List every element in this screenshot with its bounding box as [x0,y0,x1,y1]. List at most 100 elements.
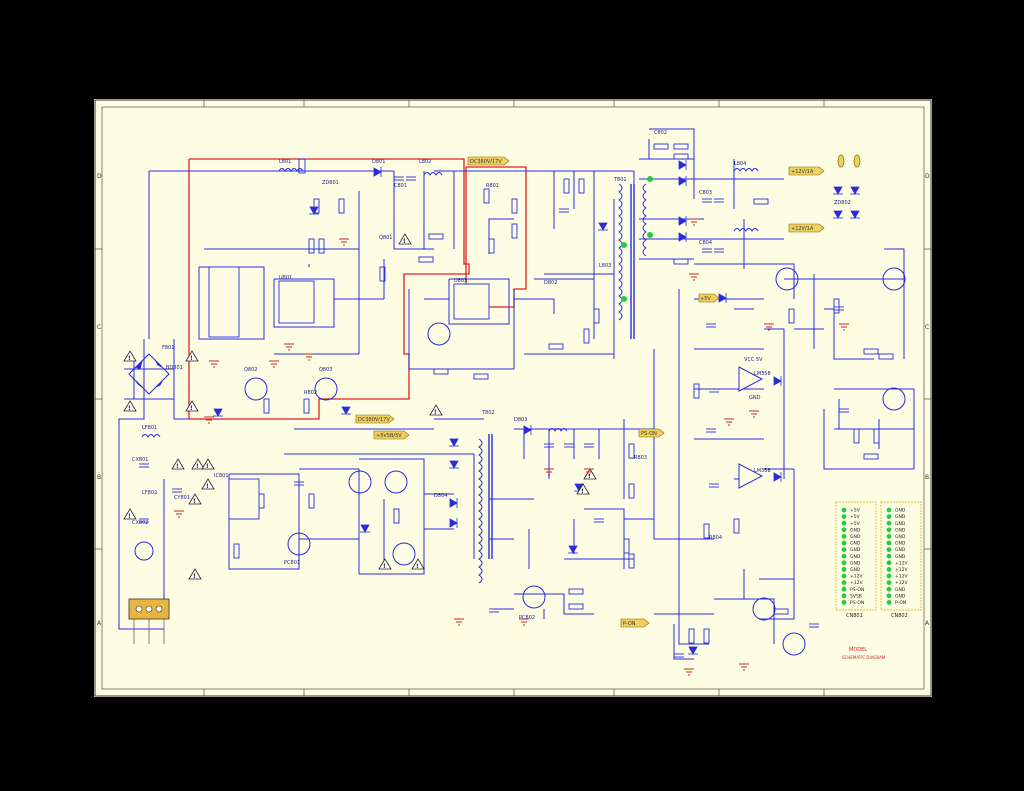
cn801-pin-dot [841,600,847,605]
cn801-pin-label: GND [850,547,861,553]
cn802-pin-dot [886,586,892,592]
net-tag-5vsb [373,430,410,440]
cn802-pin-dot [886,520,892,526]
cn801-pin-label: GND [850,534,861,540]
cn802-pin-label: GND [895,541,906,547]
ref-c801: C801 [394,183,407,189]
svg-text:!: ! [190,355,193,362]
ref-zd801: ZD801 [322,180,339,186]
svg-text:!: ! [193,573,196,580]
ref-r803: R803 [634,455,647,461]
test-points [621,176,653,302]
cn801-pin-label: GND [850,567,861,573]
ref-l801: L801 [279,159,291,165]
cn801-pin-label: PS-ON [850,587,864,593]
net-tag-ps-on [638,428,665,438]
grid-row-c-right: C [925,324,929,331]
svg-text:!: ! [403,238,406,245]
ref-cx801: CX801 [132,457,148,463]
ref-d802: D802 [544,280,557,286]
ic-801 [228,478,260,520]
cn802-pin-label: GND [895,534,906,540]
cn801-label: CN801 [846,613,863,619]
ref-t801: T801 [613,177,627,183]
cn802-pin-dot [886,547,892,552]
sheet-inner-border [101,106,925,690]
title-line1: SCHEMATIC DIAGRAM [842,655,886,660]
output-connector-cn802: GNDGNDGNDGNDGNDGNDGNDGND+12V+12V+12V+12V… [880,501,922,619]
net-tag-dc380v-mid [355,414,395,424]
ref-zd802: ZD802 [834,200,851,206]
cn801-pin-dot [841,540,847,546]
grid-row-a-left: A [97,620,102,627]
svg-text:!: ! [190,405,193,412]
cn802-pin-label: +12V [895,580,908,586]
svg-text:!: ! [128,513,131,520]
cn801-pin-dot [841,534,847,539]
cn801-pin-label: 5VSB [850,593,862,599]
cn802-pin-label: GND [895,514,906,520]
svg-text:!: ! [434,409,437,416]
ref-l804: L804 [734,161,746,167]
ref-cy801: CY801 [174,495,190,501]
cn802-pin-label: GND [895,521,906,527]
ref-gnd: GND [749,395,761,401]
ref-vcc: VCC 5V [744,357,763,363]
net-tag-5v [698,293,720,303]
cn802-pin-dot [886,593,892,599]
grid-row-a-right: A [925,620,930,627]
ic-array [208,266,240,338]
net-label-dc380v-top: DC380V/17V [470,159,502,165]
cn801-pin-label: GND [850,560,861,566]
warning-icons [123,233,597,580]
svg-text:!: ! [128,405,131,412]
ref-r802: R802 [304,390,317,396]
ref-ic801: IC801 [214,473,229,479]
cn802-pin-dot [886,540,892,546]
ref-d801: D801 [372,159,385,165]
ic-u801 [278,280,315,324]
net-label-ps-on: PS-ON [641,431,657,437]
transistor-q801 [244,377,268,401]
ref-f801: F801 [162,345,174,351]
schematic-canvas: D C B A D C B A [94,99,932,697]
cn801-pin-label: PS-ON [850,600,864,606]
transformer-t801 [618,183,647,339]
ref-cx802: CX802 [132,520,148,526]
ref-pc802: PC802 [519,615,535,621]
ref-d803: D803 [514,417,527,423]
ac-input-block [128,598,170,644]
transformer-t802 [478,434,493,584]
ref-c803: C803 [699,190,712,196]
net-tag-dc380v-top [467,156,510,166]
transistor-q803 [348,470,372,494]
opamp-2 [738,463,764,489]
ref-u801: U801 [279,275,292,281]
cn801-pin-dot [841,507,847,513]
cn801-pin-dot [841,527,847,533]
cn802-pin-dot [886,514,892,519]
svg-text:!: ! [588,473,591,480]
cn802-pin-dot [886,573,892,579]
net-label-5v: +5V [700,296,711,302]
net-label-p-on: P-ON [623,621,636,627]
ref-d804: D804 [434,493,447,499]
cn801-pin-label: GND [850,541,861,547]
net-label-12v-a: +12V/1A [791,169,814,175]
ref-r801: R801 [486,183,499,189]
opamp-1 [738,366,764,392]
cn802-pin-dot [886,527,892,533]
svg-text:!: ! [416,563,419,570]
svg-text:!: ! [128,355,131,362]
ref-op1: LM358 [754,371,771,377]
svg-text:!: ! [176,463,179,470]
cn801-pin-label: +12V [850,580,863,586]
ref-q802: Q802 [244,367,257,373]
cn802-pin-label: +12V [895,574,908,580]
cn801-pin-dot [841,514,847,519]
cn801-pin-label: GND [850,527,861,533]
ref-op2: LM358 [754,468,771,474]
sheet-border [94,99,932,697]
net-tag-12v-b [788,223,825,233]
net-tag-12v-a [788,166,825,176]
